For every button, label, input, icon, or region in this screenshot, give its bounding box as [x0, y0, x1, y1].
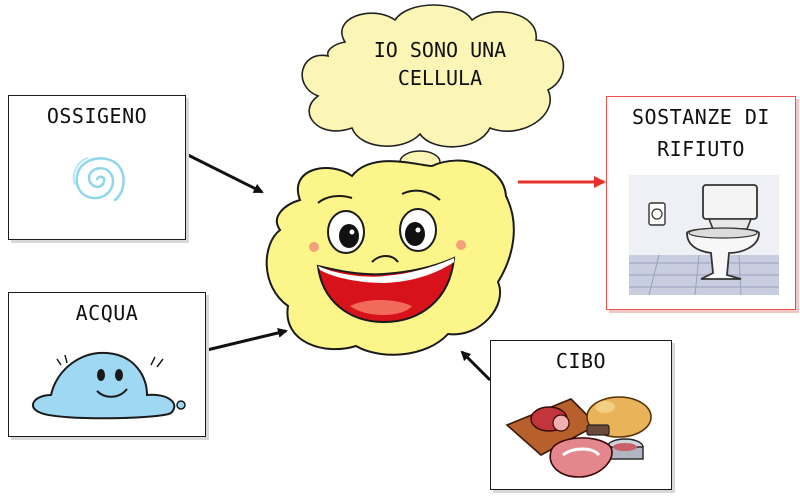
food-label: CIBO: [555, 349, 607, 373]
thought-bubble-text: IO SONO UNA CELLULA: [330, 36, 550, 92]
food-platter-icon: [505, 396, 652, 478]
arrow-water-to-cell: [206, 328, 288, 352]
thought-line-1: IO SONO UNA: [373, 38, 507, 62]
waste-label-line-2: RIFIUTO: [657, 137, 745, 161]
waste-box: SOSTANZE DI RIFIUTO: [606, 96, 796, 310]
oxygen-label: OSSIGENO: [46, 104, 148, 128]
thought-line-2: CELLULA: [397, 66, 483, 90]
water-label: ACQUA: [75, 301, 139, 325]
water-box: ACQUA: [8, 292, 206, 437]
food-box: CIBO: [490, 340, 672, 490]
water-drop-icon: [31, 351, 186, 420]
toilet-icon: [629, 175, 779, 295]
arrow-oxygen-to-cell: [187, 153, 264, 194]
waste-label-line-1: SOSTANZE DI: [632, 105, 770, 129]
cell-character: [265, 159, 515, 356]
arrow-food-to-cell: [460, 350, 492, 382]
oxygen-box: OSSIGENO: [8, 95, 186, 240]
thought-cloud: [301, 4, 565, 193]
oxygen-swirl-icon: [72, 157, 125, 202]
